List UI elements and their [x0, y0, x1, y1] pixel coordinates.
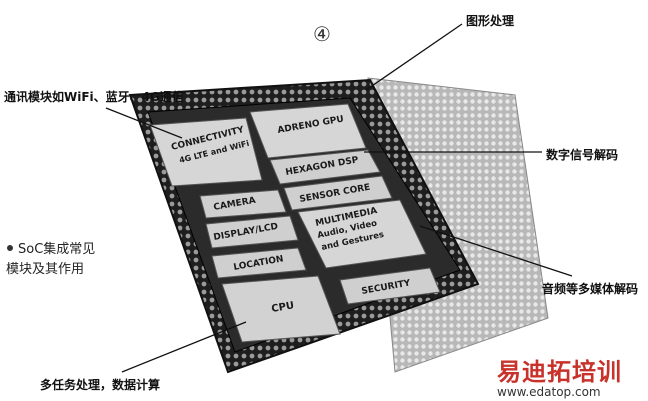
soc-note: SoC集成常见 模块及其作用: [6, 240, 95, 280]
callout-dsp: 数字信号解码: [546, 148, 619, 162]
block-gpu: ADRENO GPU: [249, 103, 367, 159]
block-location: LOCATION: [211, 247, 307, 279]
block-cpu: CPU: [221, 275, 341, 343]
block-dsp: HEXAGON DSP: [269, 149, 381, 185]
watermark: 易迪拓培训 www.edatop.com: [497, 352, 622, 399]
block-connectivity: CONNECTIVITY 4G LTE and WiFi: [149, 117, 263, 187]
note-bullet: [7, 245, 13, 251]
block-multimedia: MULTIMEDIA Audio, Video and Gestures: [297, 199, 427, 269]
block-sensor: SENSOR CORE: [283, 175, 393, 211]
soc-note-line1: SoC集成常见: [18, 242, 96, 257]
watermark-brand: 易迪拓培训: [497, 358, 622, 386]
callout-line-connectivity: [105, 107, 183, 139]
soc-note-line2: 模块及其作用: [6, 262, 85, 277]
callout-line-multimedia: [419, 225, 573, 277]
callout-line-cpu: [121, 321, 247, 373]
callout-connectivity: 通讯模块如WiFi、蓝牙、4G通信: [4, 90, 184, 104]
callout-graphics: 图形处理: [466, 14, 515, 28]
block-display: DISPLAY/LCD: [205, 215, 299, 249]
callout-cpu: 多任务处理，数据计算: [40, 378, 161, 392]
callout-line-graphics: [365, 23, 463, 91]
block-camera: CAMERA: [199, 189, 287, 219]
watermark-url: www.edatop.com: [497, 385, 601, 399]
callout-multimedia: 音频等多媒体解码: [542, 282, 639, 296]
cpu-label: CPU: [271, 300, 295, 315]
block-security: SECURITY: [339, 267, 441, 305]
figure-number: ④: [313, 22, 331, 46]
